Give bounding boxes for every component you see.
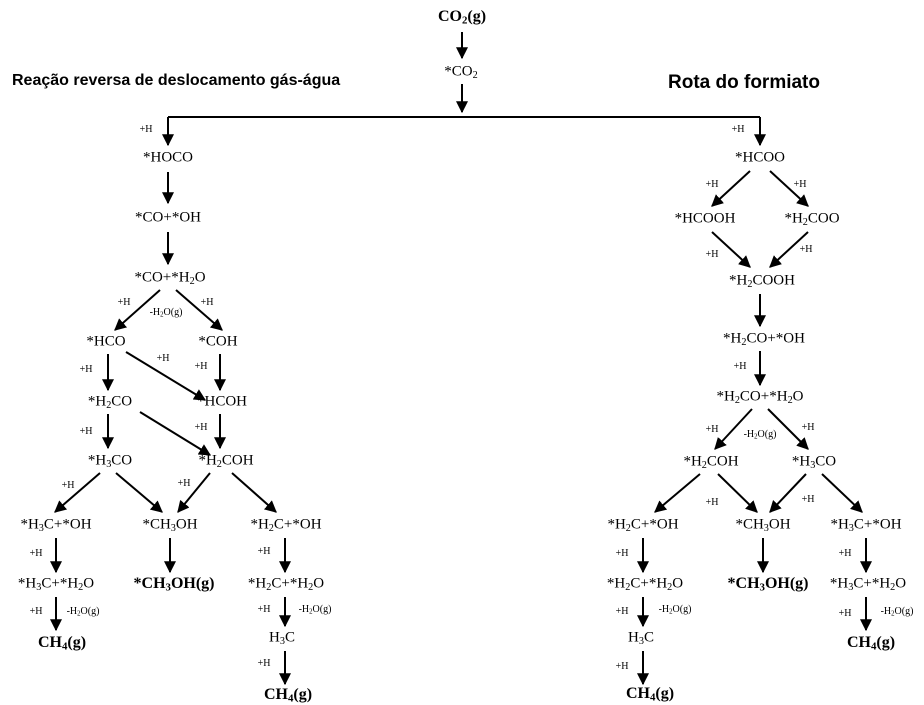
species-h2c-oh: *H2C+*OH (250, 516, 322, 535)
arrow-h2coh-to-h2coh-r (654, 473, 701, 513)
arrow-h2coo-to-h2cooh (769, 231, 809, 268)
label-plus-h: +H (615, 548, 629, 559)
species-h2co-h2o: *H2CO+*H2O (716, 388, 804, 407)
label-plus-h: +H (705, 424, 719, 435)
label-plus-h: +H (838, 548, 852, 559)
label-plus-h: +H (838, 608, 852, 619)
species-h2c-h2o: *H2C+*H2O (247, 575, 325, 594)
label-plus-h: +H (793, 179, 807, 190)
species-h3c-h2o-r: *H3C+*H2O (829, 575, 907, 594)
label-plus-h: +H (731, 124, 745, 135)
arrow-hcooh-to-h2cooh (711, 231, 751, 268)
arrow-h2co-to-h2coh (139, 411, 212, 456)
arrow-h2coh2o-to-h3co (767, 408, 809, 450)
species-coh: *COH (198, 333, 238, 350)
label-plus-h: +H (257, 658, 271, 669)
arrow-h3co-to-ch3oh-r (769, 473, 807, 513)
label-plus-h: +H (799, 244, 813, 255)
label-plus-h: +H (801, 422, 815, 433)
label-plus-h: +H (61, 480, 75, 491)
arrow-h2coh-to-ch3oh (177, 472, 211, 513)
label-minus-h2o: -H2O(g) (743, 429, 777, 441)
arrow-hcoo-to-h2coo (769, 170, 809, 207)
species-hcooh: *HCOOH (674, 210, 736, 227)
species-hoco: *HOCO (142, 149, 194, 166)
species-h2cooh: *H2COOH (729, 272, 795, 291)
species-h3c-h2o: *H3C+*H2O (17, 575, 95, 594)
species-h2co: *H2CO (87, 393, 133, 412)
species-hco: *HCO (86, 333, 126, 350)
label-plus-h: +H (194, 361, 208, 372)
species-h3c-r: H3C (628, 629, 654, 648)
species-h2c-h2o-r: *H2C+*H2O (606, 575, 684, 594)
species-h3co: *H3CO (87, 452, 133, 471)
label-plus-h: +H (156, 353, 170, 364)
label-plus-h: +H (29, 548, 43, 559)
label-plus-h: +H (257, 546, 271, 557)
species-ch4-left-b: CH4(g) (263, 686, 313, 705)
label-plus-h: +H (29, 606, 43, 617)
species-ch4-right-b: CH4(g) (625, 685, 675, 704)
species-ch4-left-a: CH4(g) (37, 634, 87, 653)
species-ch3oh-gas-r: *CH3OH(g) (727, 575, 809, 594)
arrow-h2coh-to-ch3oh-r (717, 473, 758, 513)
arrow-hco-to-hcoh (125, 351, 207, 401)
arrow-coh2o-to-coh (175, 289, 223, 331)
species-h2coh-r: *H2COH (683, 453, 739, 472)
species-hcoh: *HCOH (196, 393, 248, 410)
label-plus-h: +H (705, 249, 719, 260)
species-ch3oh-ads-r: *CH3OH (735, 516, 791, 535)
label-plus-h: +H (257, 604, 271, 615)
label-plus-h: +H (705, 179, 719, 190)
species-h3c: H3C (269, 629, 295, 648)
title-rwgs-route: Reação reversa de deslocamento gás-água (12, 72, 341, 89)
species-hcoo: *HCOO (734, 149, 786, 166)
arrow-h3co-to-ch3oh (115, 472, 163, 513)
label-minus-h2o: -H2O(g) (880, 606, 914, 618)
arrow-h3co-to-h3coh-r (821, 473, 863, 513)
arrow-hcoo-to-hcooh (711, 170, 751, 207)
species-ch3oh-gas: *CH3OH(g) (133, 575, 215, 594)
species-co-h2o: *CO+*H2O (134, 269, 206, 288)
species-h2co-oh: *H2CO+*OH (723, 330, 805, 349)
species-ch3oh-ads: *CH3OH (142, 516, 198, 535)
label-minus-h2o: -H2O(g) (66, 606, 100, 618)
species-co-oh: *CO+*OH (135, 209, 201, 226)
label-plus-h: +H (615, 606, 629, 617)
arrow-coh2o-to-hco (114, 289, 161, 331)
arrow-h2coh-to-h2coh2 (231, 472, 277, 513)
label-plus-h: +H (733, 361, 747, 372)
label-plus-h: +H (79, 426, 93, 437)
species-h3co-r: *H3CO (791, 453, 837, 472)
species-co2-gas: CO2(g) (437, 8, 487, 27)
arrow-h3co-to-h3coh (54, 472, 101, 513)
label-minus-h2o: -H2O(g) (298, 604, 332, 616)
label-plus-h: +H (801, 494, 815, 505)
label-plus-h: +H (200, 297, 214, 308)
species-h2coo: *H2COO (784, 210, 840, 229)
species-h3c-oh-r: *H3C+*OH (830, 516, 902, 535)
species-co2-ads: *CO2 (444, 63, 478, 82)
label-plus-h: +H (615, 661, 629, 672)
species-h2c-oh-r: *H2C+*OH (607, 516, 679, 535)
species-h3c-oh: *H3C+*OH (20, 516, 92, 535)
label-plus-h: +H (79, 364, 93, 375)
title-formate-route: Rota do formiato (668, 72, 820, 93)
arrow-h2coh2o-to-h2coh (714, 408, 753, 450)
species-ch4-right-a: CH4(g) (846, 634, 896, 653)
label-plus-h: +H (139, 124, 153, 135)
label-minus-h2o: -H2O(g) (658, 604, 692, 616)
species-h2coh: *H2COH (198, 452, 254, 471)
label-minus-h2o: -H2O(g) (149, 307, 183, 319)
label-plus-h: +H (177, 478, 191, 489)
label-plus-h: +H (705, 497, 719, 508)
label-plus-h: +H (194, 422, 208, 433)
label-plus-h: +H (117, 297, 131, 308)
